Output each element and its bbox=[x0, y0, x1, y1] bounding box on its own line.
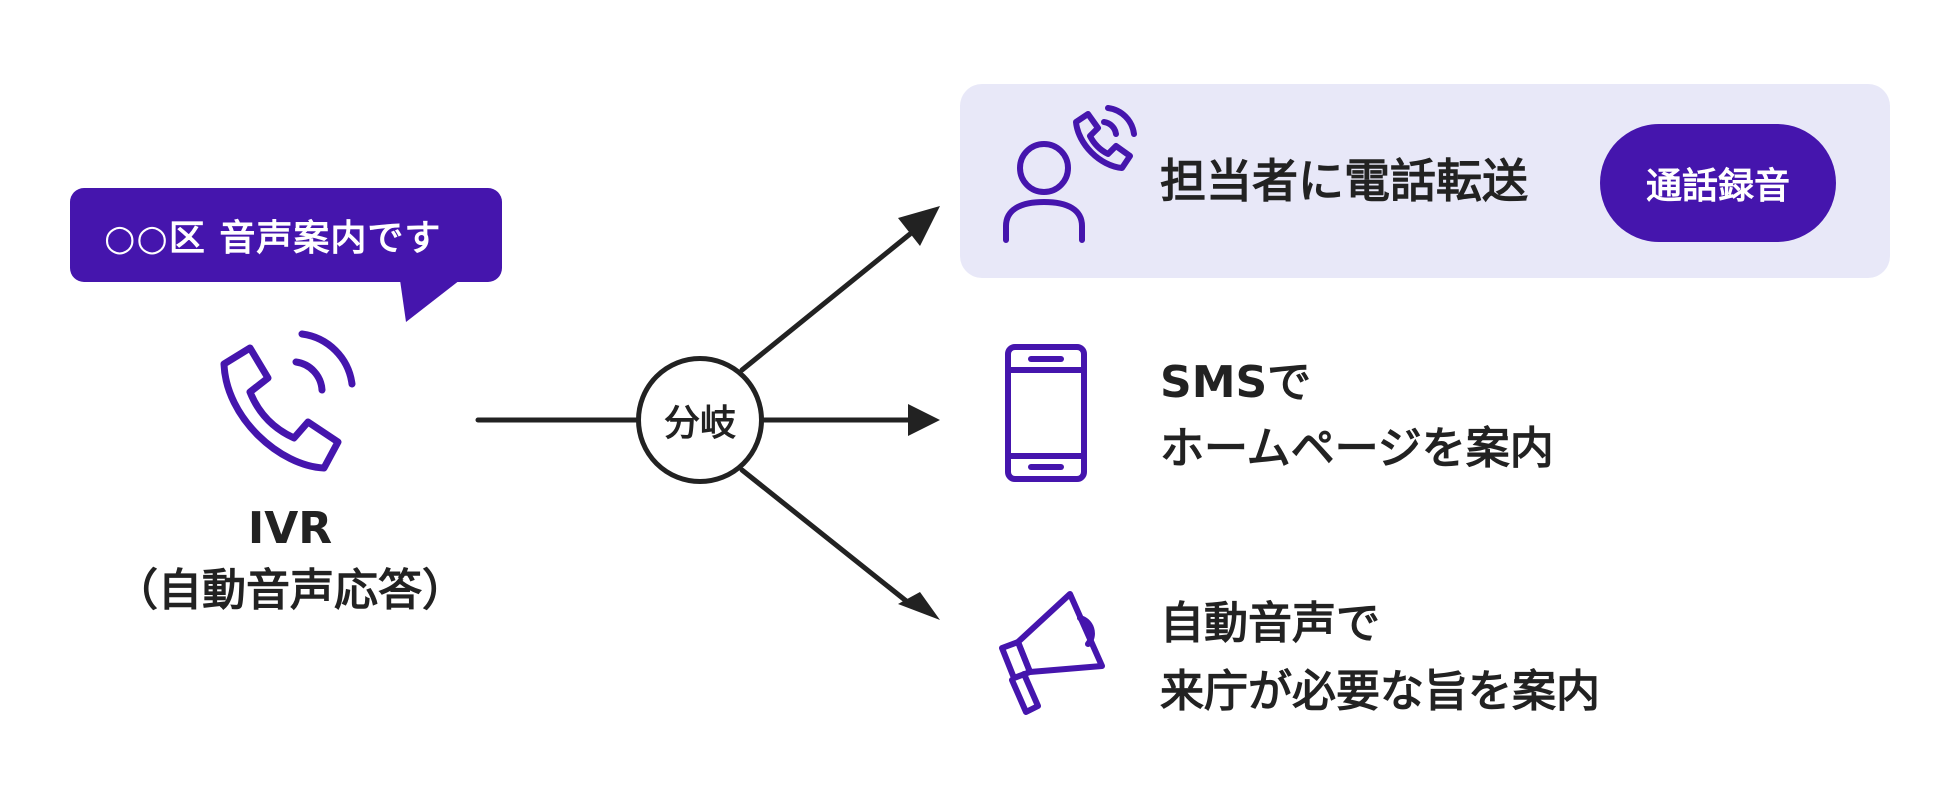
voice-option-line1: 自動音声で bbox=[1160, 598, 1380, 649]
smartphone-icon bbox=[1005, 344, 1087, 482]
arrowhead-voice bbox=[898, 592, 940, 620]
call-recording-button[interactable]: 通話録音 bbox=[1600, 124, 1836, 242]
speech-bubble-tail bbox=[400, 280, 460, 322]
ivr-label: IVR （自動音声応答） bbox=[100, 498, 480, 622]
branch-node: 分岐 bbox=[636, 356, 764, 484]
connector-to-transfer bbox=[739, 231, 913, 373]
speech-bubble: ○○区 音声案内です bbox=[70, 188, 502, 282]
voice-option-line2: 来庁が必要な旨を案内 bbox=[1160, 666, 1600, 717]
agent-with-phone-icon bbox=[1003, 105, 1137, 243]
connector-to-voice bbox=[739, 467, 913, 607]
sms-option-label: SMSで ホームページを案内 bbox=[1160, 350, 1554, 482]
phone-ringing-icon bbox=[220, 330, 356, 472]
voice-option-label: 自動音声で 来庁が必要な旨を案内 bbox=[1160, 590, 1600, 726]
sms-option-line2: ホームページを案内 bbox=[1160, 423, 1554, 474]
branch-label: 分岐 bbox=[663, 403, 736, 444]
ivr-label-line1: IVR bbox=[247, 503, 333, 554]
sms-option-line1: SMSで bbox=[1160, 357, 1312, 408]
arrowhead-transfer bbox=[898, 206, 940, 246]
megaphone-icon bbox=[999, 591, 1105, 715]
transfer-label: 担当者に電話転送 bbox=[1160, 154, 1528, 208]
arrowhead-sms bbox=[908, 404, 940, 436]
ivr-label-line2: （自動音声応答） bbox=[114, 565, 466, 616]
speech-bubble-text: ○○区 音声案内です bbox=[104, 218, 442, 259]
call-recording-label: 通話録音 bbox=[1645, 166, 1790, 207]
